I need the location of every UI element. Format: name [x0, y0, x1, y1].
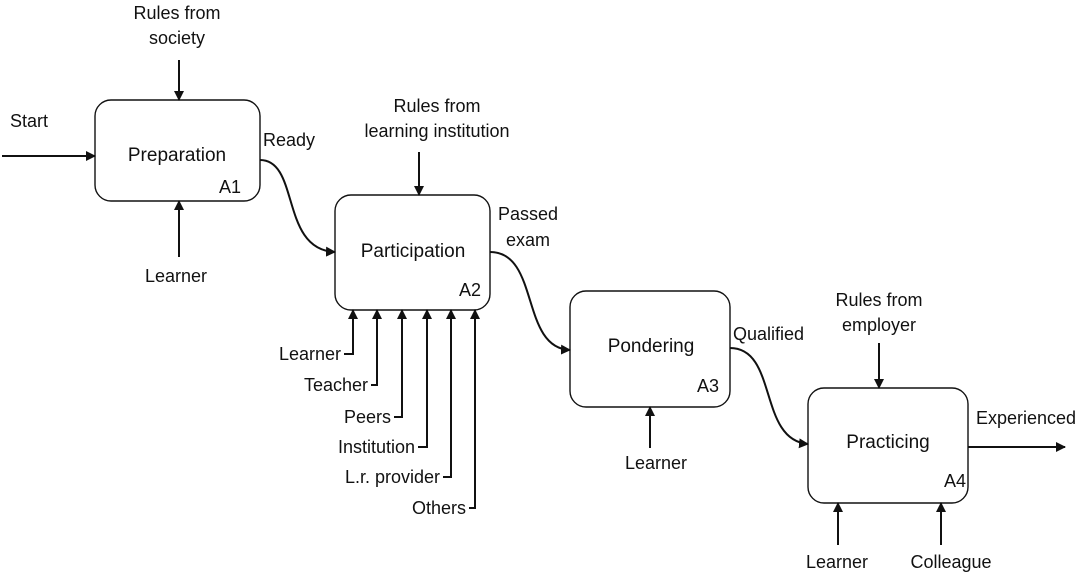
ready-arrow	[259, 159, 336, 257]
control-label-a4-line2: employer	[842, 315, 916, 335]
activity-box-a1: Preparation A1	[94, 99, 261, 202]
mechanism-arrow-a2-institution	[418, 309, 432, 448]
activity-code-a4: A4	[944, 471, 966, 491]
mechanism-label-a2-others: Others	[412, 498, 466, 518]
activity-code-a1: A1	[219, 177, 241, 197]
qualified-arrow	[729, 347, 809, 449]
mechanism-label-a4-learner: Learner	[806, 552, 868, 572]
flow-label-qualified: Qualified	[733, 324, 804, 344]
mechanism-label-a2-lr-provider: L.r. provider	[345, 467, 440, 487]
mechanism-label-a2-learner: Learner	[279, 344, 341, 364]
passed-exam-arrow	[489, 251, 571, 355]
mechanism-arrow-a2-learner	[344, 309, 358, 355]
activity-box-a4: Practicing A4	[807, 387, 969, 504]
flow-label-ready: Ready	[263, 130, 315, 150]
activity-code-a3: A3	[697, 376, 719, 396]
flow-label-start: Start	[10, 111, 48, 131]
mechanism-arrow-a2-teacher	[371, 309, 382, 386]
activity-box-a3: Pondering A3	[569, 290, 731, 408]
flow-label-experienced: Experienced	[976, 408, 1076, 428]
mechanism-label-a1-learner: Learner	[145, 266, 207, 286]
mechanism-arrow-a2-peers	[394, 309, 407, 418]
mechanism-label-a3-learner: Learner	[625, 453, 687, 473]
control-label-a2-line1: Rules from	[393, 96, 480, 116]
control-label-a1-line2: society	[149, 28, 205, 48]
mechanism-label-a4-colleague: Colleague	[910, 552, 991, 572]
activity-box-a2: Participation A2	[334, 194, 491, 311]
mechanism-arrow-a2-lr-provider	[443, 309, 456, 478]
control-label-a4-line1: Rules from	[835, 290, 922, 310]
flow-label-passed: Passed	[498, 204, 558, 224]
activity-code-a2: A2	[459, 280, 481, 300]
mechanism-arrow-a2-others	[469, 309, 480, 509]
control-label-a1-line1: Rules from	[133, 3, 220, 23]
activity-name-a1: Preparation	[128, 145, 226, 166]
flow-label-exam: exam	[506, 230, 550, 250]
mechanism-label-a2-peers: Peers	[344, 407, 391, 427]
mechanism-label-a2-institution: Institution	[338, 437, 415, 457]
control-label-a2-line2: learning institution	[364, 121, 509, 141]
activity-name-a4: Practicing	[846, 432, 929, 453]
activity-name-a2: Participation	[361, 241, 466, 262]
mechanism-label-a2-teacher: Teacher	[304, 375, 368, 395]
activity-name-a3: Pondering	[608, 336, 695, 357]
